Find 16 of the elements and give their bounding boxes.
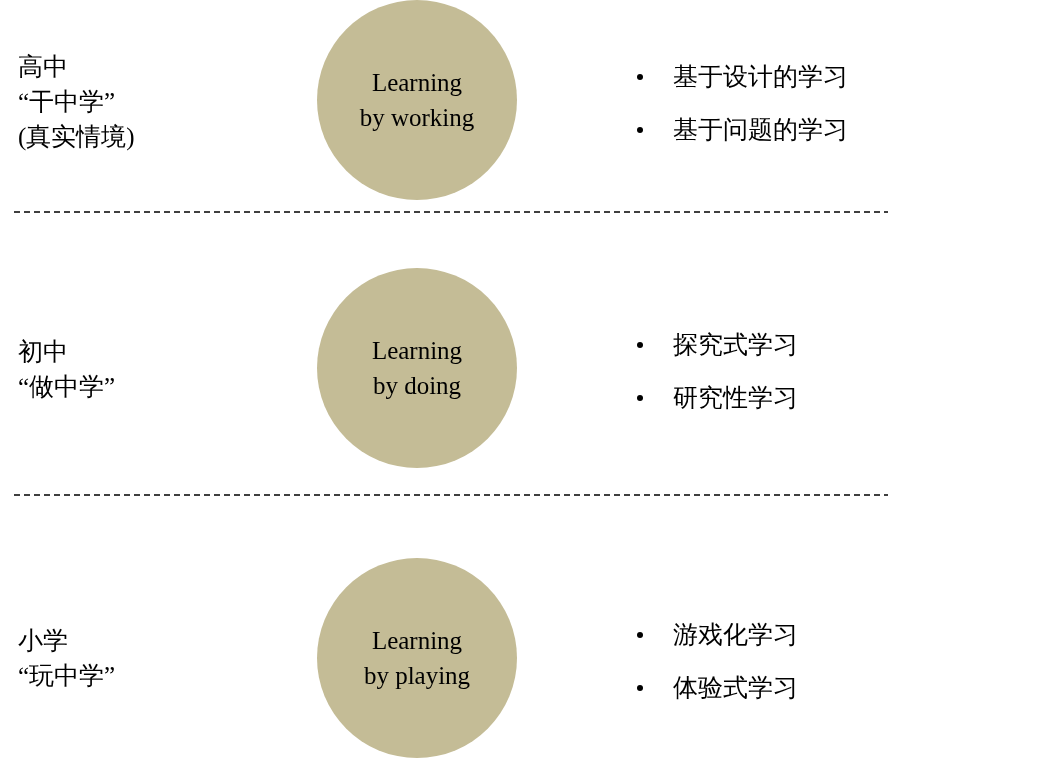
level-label: 初中 [18,337,68,367]
bullet-item-text: 游戏化学习 [673,620,798,650]
bullet-item-text: 探究式学习 [673,330,798,360]
level-label: “做中学” [18,372,116,402]
bullet-item-text: 体验式学习 [673,673,798,703]
circle-text: Learning by working [358,68,476,133]
bullet-item-text: 研究性学习 [673,383,798,413]
level-label: 小学 [18,626,68,656]
level-label: (真实情境) [18,122,135,153]
circle-text: Learning by playing [362,626,472,691]
level-label: “干中学” [18,87,116,117]
bullet-item-text: 基于设计的学习 [673,62,848,92]
bullet-item-text: 基于问题的学习 [673,115,848,145]
circle-text: Learning by doing [370,336,464,401]
level-label: “玩中学” [18,661,116,691]
level-label: 高中 [18,52,68,82]
